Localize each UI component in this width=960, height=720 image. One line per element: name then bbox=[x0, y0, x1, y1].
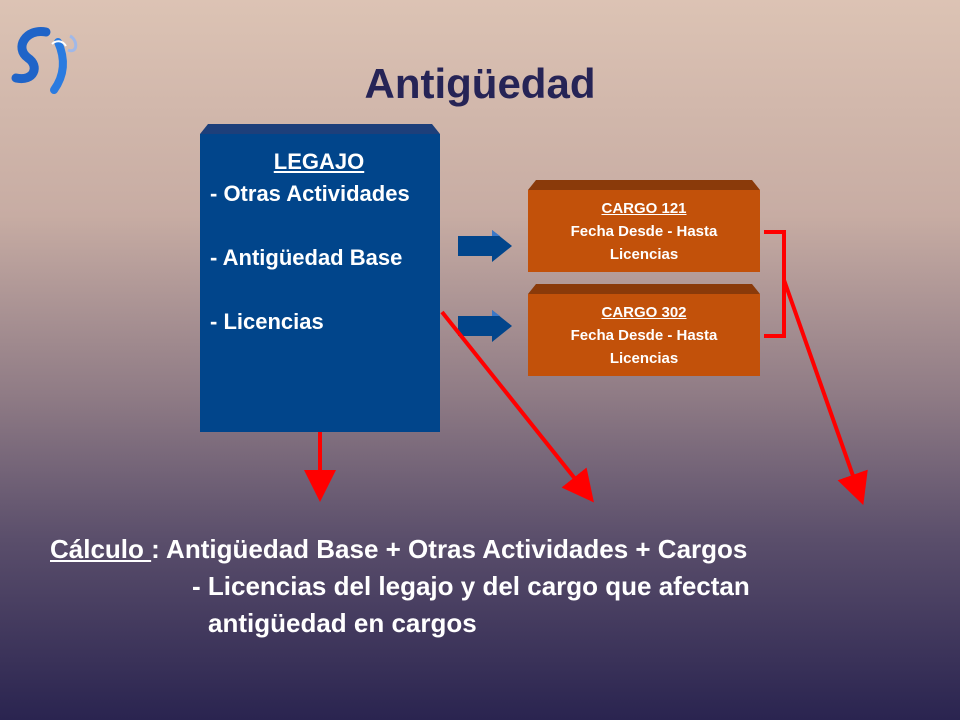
cargo-302-content: CARGO 302 Fecha Desde - Hasta Licencias bbox=[528, 300, 760, 372]
cargo-302-box bbox=[528, 284, 760, 376]
legajo-item-licencias: - Licencias bbox=[210, 309, 324, 334]
legajo-content: LEGAJO - Otras Actividades - Antigüedad … bbox=[210, 146, 440, 338]
calculo-formula: : Antigüedad Base + Otras Actividades + … bbox=[151, 534, 748, 564]
page-title: Antigüedad bbox=[364, 60, 596, 107]
cargo-302-fecha: Fecha Desde - Hasta bbox=[570, 327, 718, 344]
calculo-line-2: - Licencias del legajo y del cargo que a… bbox=[192, 571, 750, 601]
cargo-121-fecha: Fecha Desde - Hasta bbox=[570, 223, 718, 240]
red-arrow-legajo-diagonal bbox=[440, 310, 594, 503]
red-arrow-cargos-down bbox=[782, 279, 868, 506]
legajo-item-antiguedad-base: - Antigüedad Base bbox=[210, 245, 403, 270]
block-arrow-to-cargo-302 bbox=[458, 310, 512, 342]
cargo-121-licencias: Licencias bbox=[609, 246, 679, 263]
cargo-121-content: CARGO 121 Fecha Desde - Hasta Licencias bbox=[528, 196, 760, 268]
legajo-item-otras-actividades: - Otras Actividades bbox=[210, 181, 410, 206]
si-logo bbox=[11, 27, 78, 94]
calculo-label: Cálculo bbox=[50, 534, 152, 564]
cargo-302-licencias: Licencias bbox=[609, 350, 679, 367]
block-arrow-to-cargo-121 bbox=[458, 230, 512, 262]
cargo-bracket bbox=[764, 230, 786, 338]
cargo-121-box bbox=[528, 180, 760, 272]
cargo-302-id: CARGO 302 bbox=[601, 304, 687, 321]
calculo-line-1: Cálculo : Antigüedad Base + Otras Activi… bbox=[50, 531, 747, 567]
legajo-box bbox=[200, 124, 440, 432]
calculo-line-3: antigüedad en cargos bbox=[208, 608, 477, 638]
legajo-heading: LEGAJO bbox=[273, 149, 365, 174]
cargo-121-id: CARGO 121 bbox=[601, 200, 687, 217]
